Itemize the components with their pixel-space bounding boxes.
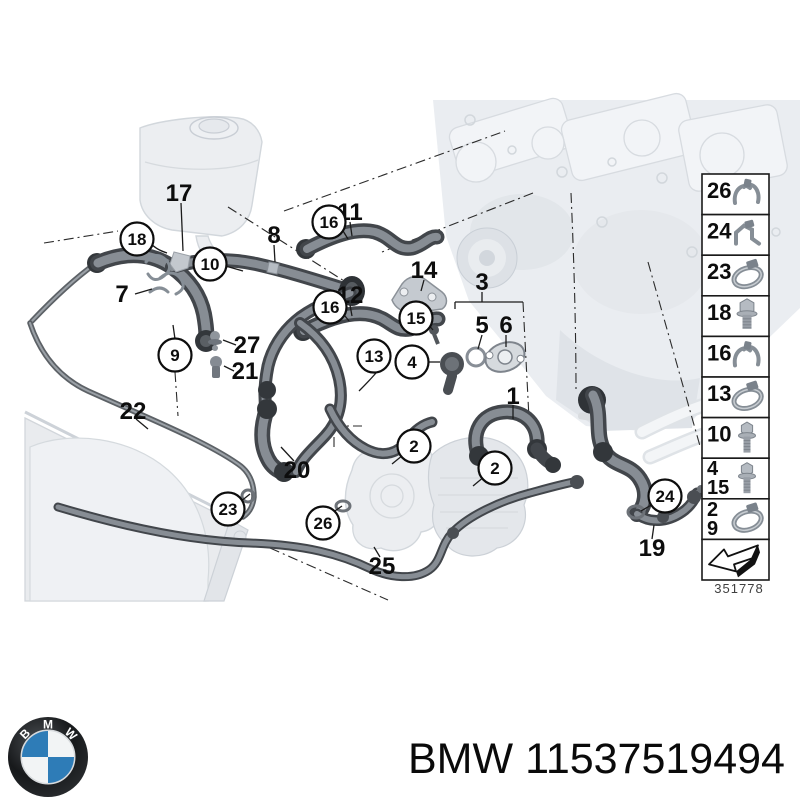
callout-23: 23 [210, 491, 246, 527]
direction-arrow-icon [708, 544, 760, 578]
svg-text:14: 14 [411, 257, 438, 284]
svg-text:17: 17 [166, 180, 193, 207]
bmw-logo: BMW [8, 717, 88, 797]
callout-16: 16 [312, 289, 348, 325]
callout-9: 9 [157, 337, 193, 373]
svg-text:1: 1 [506, 383, 519, 410]
logo-quadrant-white [22, 757, 48, 783]
svg-text:4: 4 [707, 458, 719, 480]
callout-17: 17 [166, 180, 193, 207]
svg-text:2: 2 [707, 499, 718, 521]
spring-clamp-icon [732, 178, 761, 205]
callout-18: 18 [119, 221, 155, 257]
legend-item-23: 23 [701, 254, 770, 297]
drawing-number: 351778 [714, 581, 763, 596]
callout-6: 6 [499, 312, 512, 339]
callout-16: 16 [311, 204, 347, 240]
svg-text:22: 22 [120, 398, 147, 425]
callout-1: 1 [506, 383, 519, 410]
callout-5: 5 [475, 312, 488, 339]
svg-text:16: 16 [320, 213, 339, 232]
svg-text:M: M [43, 718, 53, 732]
callout-14: 14 [411, 257, 438, 284]
legend-item-24: 24 [701, 213, 770, 257]
callout-20: 20 [284, 457, 311, 484]
svg-text:19: 19 [639, 535, 666, 562]
svg-text:7: 7 [115, 281, 128, 308]
legend-item-13: 13 [701, 376, 770, 419]
svg-text:18: 18 [707, 300, 731, 325]
svg-text:27: 27 [234, 332, 261, 359]
expansion-tank-ghost [139, 116, 263, 269]
callout-22: 22 [120, 398, 147, 425]
flange-bolt-icon [736, 298, 758, 329]
svg-text:9: 9 [170, 346, 179, 365]
callout-19: 19 [639, 535, 666, 562]
svg-text:5: 5 [475, 312, 488, 339]
clip-icon [734, 219, 761, 246]
callout-13: 13 [356, 338, 392, 374]
callout-2: 2 [396, 428, 432, 464]
svg-text:25: 25 [369, 553, 396, 580]
callout-10: 10 [192, 246, 228, 282]
legend-item-16: 16 [701, 335, 770, 378]
svg-text:13: 13 [707, 381, 731, 406]
svg-text:23: 23 [219, 500, 238, 519]
svg-text:26: 26 [314, 514, 333, 533]
svg-text:2: 2 [490, 459, 499, 478]
legend-item-26: 26 [701, 173, 770, 216]
svg-text:18: 18 [128, 230, 147, 249]
svg-text:21: 21 [232, 358, 259, 385]
svg-text:15: 15 [707, 477, 729, 499]
svg-text:10: 10 [201, 255, 220, 274]
logo-quadrant-white [48, 731, 74, 757]
svg-text:20: 20 [284, 457, 311, 484]
worm-clamp-icon [731, 502, 764, 533]
callout-8: 8 [267, 222, 280, 249]
legend-item-10: 10 [701, 416, 770, 460]
svg-text:13: 13 [365, 347, 384, 366]
callout-24: 24 [647, 478, 683, 514]
svg-text:4: 4 [407, 353, 417, 372]
callout-2: 2 [477, 450, 513, 486]
worm-clamp-icon [731, 380, 764, 411]
svg-text:2: 2 [409, 437, 418, 456]
callout-25: 25 [369, 553, 396, 580]
callout-7: 7 [115, 281, 128, 308]
hex-bolt-icon [738, 421, 756, 453]
svg-text:16: 16 [707, 340, 731, 365]
legend-item-4-15: 415 [701, 457, 770, 500]
logo-quadrant-blue [48, 757, 74, 783]
svg-text:6: 6 [499, 312, 512, 339]
callout-27: 27 [234, 332, 261, 359]
svg-text:26: 26 [707, 178, 731, 203]
legend-item-arrow [701, 538, 770, 581]
callout-26: 26 [305, 505, 341, 541]
svg-text:16: 16 [321, 298, 340, 317]
svg-text:15: 15 [407, 309, 426, 328]
legend-item-18: 18 [701, 294, 770, 338]
small-parts [144, 251, 646, 520]
svg-text:24: 24 [707, 219, 732, 244]
svg-text:9: 9 [707, 518, 718, 540]
spring-clamp-icon [732, 341, 761, 368]
worm-clamp-icon [731, 258, 764, 290]
svg-text:3: 3 [475, 269, 488, 296]
callout-21: 21 [232, 358, 259, 385]
callout-3: 3 [475, 269, 488, 296]
callout-15: 15 [398, 300, 434, 336]
logo-quadrant-blue [22, 731, 48, 757]
hex-bolt-icon [738, 462, 756, 494]
svg-text:23: 23 [707, 259, 731, 284]
construction-lines [43, 130, 701, 601]
callout-4: 4 [394, 344, 430, 380]
svg-text:10: 10 [707, 422, 731, 447]
legend-item-2-9: 29 [701, 497, 770, 541]
svg-text:24: 24 [656, 487, 675, 506]
svg-text:8: 8 [267, 222, 280, 249]
